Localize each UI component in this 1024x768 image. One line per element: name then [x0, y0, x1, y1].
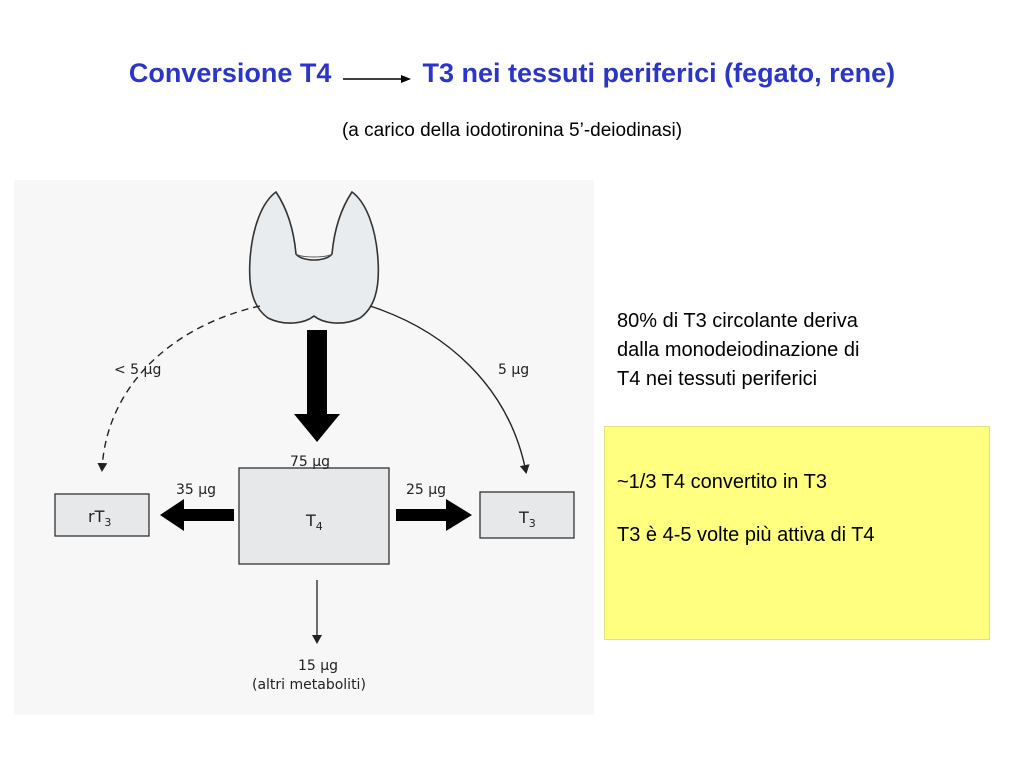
box-t3-label: T	[518, 508, 529, 527]
highlight-line-2: T3 è 4-5 volte più attiva di T4	[617, 524, 875, 546]
svg-text:rT3: rT3	[88, 507, 111, 529]
thyroid-diagram: rT3 T4 T3 < 5 µg 5 µg 75 µg 35 µg 25 µg …	[14, 180, 594, 715]
box-t4-label: T	[305, 511, 316, 530]
label-right-arc: 5 µg	[498, 362, 529, 378]
svg-text:T3: T3	[518, 508, 536, 530]
dashed-arc-left	[97, 305, 261, 472]
note-line-3: T4 nei tessuti periferici	[617, 368, 818, 390]
box-t3	[479, 491, 575, 539]
highlight-line-1: ~1/3 T4 convertito in T3	[617, 471, 827, 493]
thick-arrow-left-icon	[160, 499, 234, 531]
label-left-flow: 35 µg	[176, 482, 216, 498]
box-rt3	[54, 493, 150, 537]
box-t4	[238, 467, 390, 565]
slide-title: Conversione T4 T3 nei tessuti periferici…	[0, 58, 1024, 89]
thyroid-gland-icon	[248, 190, 380, 324]
box-t3-sub: 3	[529, 517, 536, 530]
label-bottom-sub: (altri metaboliti)	[252, 677, 366, 693]
thick-arrow-down-icon	[294, 330, 340, 442]
title-arrow-icon	[341, 65, 413, 85]
box-rt3-label: rT	[88, 507, 105, 526]
note-line-2: dalla monodeiodinazione di	[617, 339, 860, 361]
label-left-arc: < 5 µg	[114, 362, 161, 378]
svg-text:T4: T4	[305, 511, 323, 533]
slide-subtitle: (a carico della iodotironina 5’-deiodina…	[341, 120, 683, 141]
note-line-1: 80% di T3 circolante deriva	[617, 310, 858, 332]
label-top: 75 µg	[290, 454, 330, 470]
title-part-2: T3 nei tessuti periferici (fegato, rene)	[422, 58, 896, 88]
highlight-box: ~1/3 T4 convertito in T3 T3 è 4-5 volte …	[604, 426, 990, 640]
box-t4-sub: 4	[316, 520, 323, 533]
dashed-arc-right	[369, 305, 530, 474]
thick-arrow-right-icon	[396, 499, 472, 531]
note-text: 80% di T3 circolante deriva dalla monode…	[617, 307, 977, 394]
label-right-flow: 25 µg	[406, 482, 446, 498]
label-bottom: 15 µg	[298, 658, 338, 674]
box-rt3-sub: 3	[104, 516, 111, 529]
title-part-1: Conversione T4	[128, 58, 332, 88]
